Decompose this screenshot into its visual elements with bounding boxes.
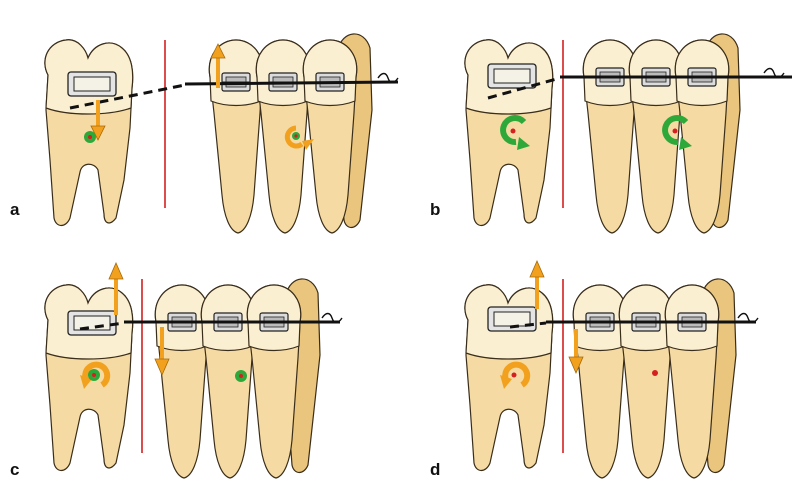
orange-rotation-arrow bbox=[502, 361, 531, 388]
center-dot bbox=[652, 370, 658, 376]
panel-label: a bbox=[10, 200, 20, 219]
green-rotation-arrow bbox=[500, 115, 527, 146]
archwire-passive bbox=[509, 321, 547, 329]
archwire-passive bbox=[69, 83, 186, 110]
archwire-passive bbox=[79, 321, 125, 331]
buccal-tube bbox=[67, 71, 117, 97]
panel-label: d bbox=[430, 460, 440, 479]
buccal-tube bbox=[67, 310, 117, 336]
premolar-tooth bbox=[255, 39, 311, 234]
panel-label: b bbox=[430, 200, 440, 219]
panel-c: c bbox=[10, 262, 343, 479]
orange-rotation-arrow bbox=[284, 125, 304, 149]
panel-label: c bbox=[10, 460, 19, 479]
panel-b: b bbox=[430, 33, 792, 234]
buccal-tube bbox=[487, 63, 537, 89]
archwire-passive bbox=[487, 76, 561, 100]
orange-rotation-arrow bbox=[82, 361, 111, 388]
center-dot bbox=[511, 372, 517, 378]
panel-d: d bbox=[430, 260, 759, 479]
green-rotation-arrow bbox=[662, 115, 689, 146]
archwire bbox=[184, 80, 399, 86]
center-dot bbox=[510, 128, 516, 134]
panel-a: a bbox=[10, 33, 399, 234]
center-dot bbox=[672, 128, 678, 134]
